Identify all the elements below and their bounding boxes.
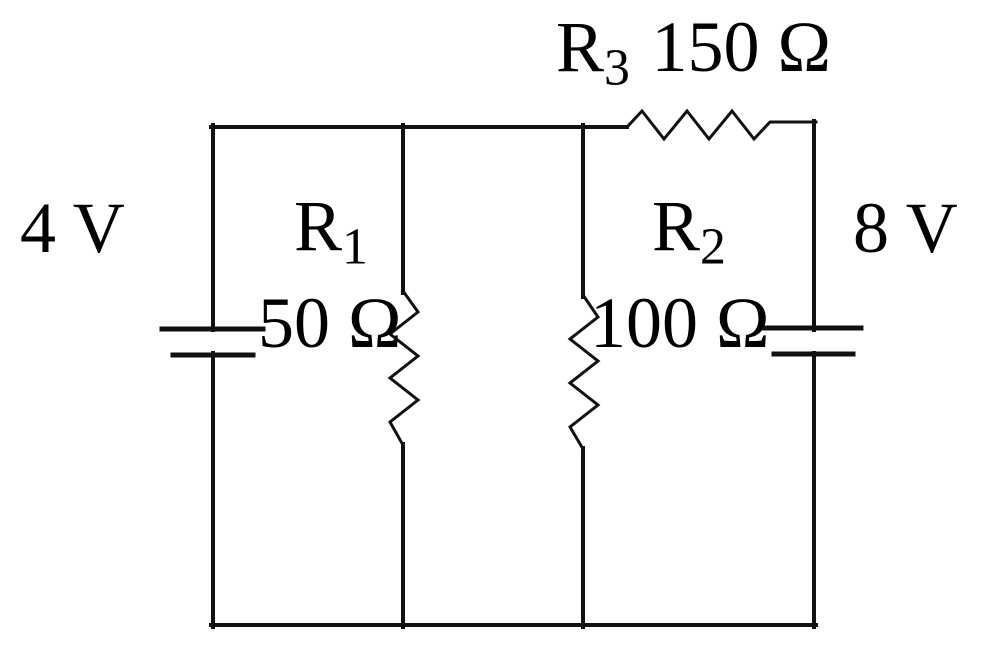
resistor-r1-name-label: R1 bbox=[294, 190, 368, 273]
resistor-r2-zigzag bbox=[567, 292, 601, 452]
resistor-r2-value-label: 100 Ω bbox=[590, 283, 770, 363]
resistor-r3-symbol: R bbox=[556, 7, 605, 87]
resistor-r1-symbol: R bbox=[294, 186, 343, 266]
resistor-r1-value-label: 50 Ω bbox=[258, 283, 402, 363]
resistor-r3-subscript: 3 bbox=[604, 39, 630, 97]
resistor-r2-name-label: R2 bbox=[652, 190, 726, 273]
resistor-r2-subscript: 2 bbox=[700, 218, 726, 276]
battery-right-voltage-label: 8 V bbox=[853, 188, 958, 268]
resistor-r3-zigzag bbox=[624, 108, 818, 142]
resistor-r2-symbol: R bbox=[652, 186, 701, 266]
resistor-r1-zigzag bbox=[387, 288, 421, 448]
resistor-r3-value: 150 Ω bbox=[651, 7, 832, 87]
battery-left-voltage-label: 4 V bbox=[20, 188, 125, 268]
resistor-r1-subscript: 1 bbox=[342, 218, 368, 276]
